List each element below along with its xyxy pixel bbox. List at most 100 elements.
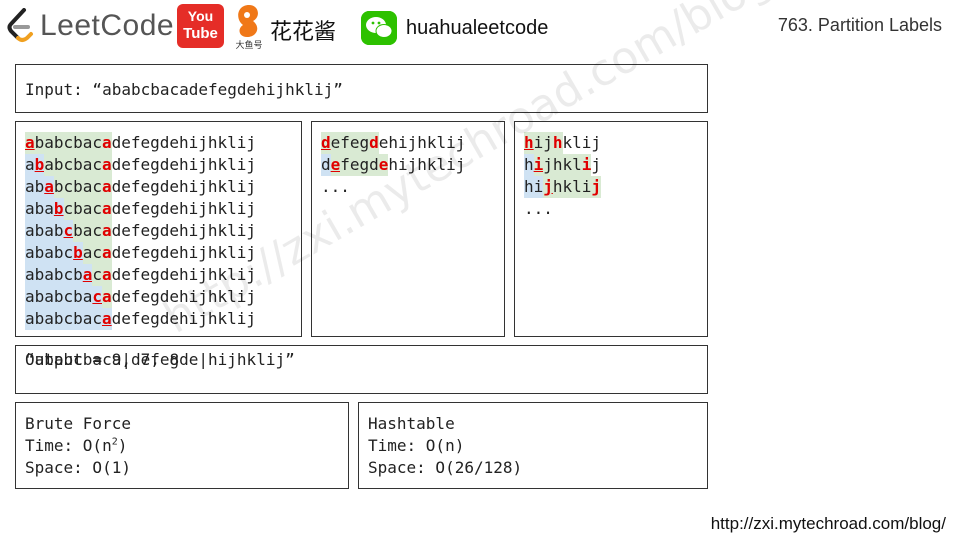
panel-char: j (198, 243, 208, 262)
panel-line: ababcbacadefegdehijhklij (25, 264, 256, 286)
panel-char: l (227, 221, 237, 240)
panel-char: c (63, 176, 74, 198)
panel-char: i (398, 155, 408, 174)
brute-force-time-prefix: Time: O(n (25, 436, 112, 455)
panel-char: b (73, 154, 83, 176)
panel-char: d (159, 287, 170, 306)
panel-char: h (417, 155, 427, 174)
panel-char: f (130, 309, 141, 328)
panel-char: b (34, 220, 45, 242)
panel-char: e (169, 309, 180, 328)
panel-char: a (44, 242, 54, 264)
panel-char: b (34, 308, 45, 330)
panel-char: j (198, 155, 208, 174)
panel-char: h (207, 265, 218, 284)
panel-char: h (207, 221, 218, 240)
panel-char: h (179, 177, 189, 196)
youtube-icon-top: You (187, 8, 214, 24)
panel-char: i (581, 154, 592, 176)
panel-char: j (198, 309, 208, 328)
panel-char: d (159, 199, 170, 218)
panel-char: b (53, 132, 64, 154)
panel-line: hijhklij (524, 132, 601, 154)
panel-char: e (121, 221, 131, 240)
panel-char: l (227, 177, 237, 196)
panel-char: f (130, 265, 141, 284)
panel-char: e (169, 287, 180, 306)
panel-char: e (349, 154, 360, 176)
panel-char: a (44, 220, 54, 242)
panel-char: l (436, 155, 447, 174)
panel-char: g (150, 199, 160, 218)
panel-char: b (34, 176, 45, 198)
panel-char: b (73, 198, 83, 220)
panel-char: f (130, 133, 141, 152)
panel-char: e (169, 243, 180, 262)
result-box: “ababcbaca|defegde|hijhklij” Output = 9,… (15, 345, 708, 394)
panel-char: h (388, 155, 399, 174)
panel-char: e (140, 133, 151, 152)
panel-char: c (63, 286, 74, 308)
panel-char: l (227, 265, 237, 284)
panel-char: h (524, 132, 534, 154)
panel-char: a (44, 132, 54, 154)
panel-char: j (246, 243, 257, 262)
panel-char: a (82, 220, 93, 242)
panel-char: a (102, 176, 112, 198)
panel-char: d (159, 177, 170, 196)
panel-char: g (150, 221, 160, 240)
panel-char: f (130, 243, 141, 262)
panel-char: j (543, 154, 553, 176)
panel-char: j (198, 287, 208, 306)
panel-char: d (111, 265, 122, 284)
panel-char: l (227, 133, 237, 152)
panel-char: h (179, 221, 189, 240)
panel-char: b (53, 286, 64, 308)
panel-char: j (591, 155, 602, 174)
panel-char: j (246, 309, 257, 328)
panel-char: a (25, 286, 35, 308)
panel-char: i (188, 133, 199, 152)
panel-char: e (330, 132, 341, 154)
brute-force-time-suffix: ) (117, 436, 128, 455)
panel-char: i (236, 309, 247, 328)
hashtable-time: Time: O(n) (368, 436, 465, 455)
panel-char: a (102, 308, 112, 330)
panel-char: g (359, 132, 370, 154)
panel-char: e (330, 154, 341, 176)
panel-char: c (92, 286, 103, 308)
panel-line: ... (524, 199, 553, 218)
panel-char: h (524, 176, 534, 198)
panel-char: e (121, 287, 131, 306)
panel-char: d (111, 155, 122, 174)
panel-char: k (426, 155, 437, 174)
panel-char: e (140, 265, 151, 284)
panel-char: d (111, 243, 122, 262)
wechat-icon (361, 11, 397, 45)
panel-char: c (63, 264, 74, 286)
panel-char: i (236, 199, 247, 218)
brute-force-time: Time: O(n2) (25, 435, 131, 457)
panel-char: b (34, 264, 45, 286)
panel-char: k (217, 177, 228, 196)
panel-char: i (188, 155, 199, 174)
panel-char: d (159, 133, 170, 152)
youtube-icon: You Tube (177, 4, 224, 48)
panel-char: b (53, 264, 64, 286)
panel-char: i (236, 243, 247, 262)
panel-char: h (207, 177, 218, 196)
panel-char: j (591, 133, 602, 152)
panel-char: c (63, 154, 74, 176)
douyu-label: 大鱼号 (235, 40, 263, 50)
panel-char: i (581, 133, 592, 152)
panel-char: h (179, 133, 189, 152)
panel-char: k (562, 133, 573, 152)
panel-char: g (150, 177, 160, 196)
panel-char: j (246, 221, 257, 240)
panel-char: f (130, 177, 141, 196)
panel-char: f (130, 287, 141, 306)
panel-char: k (217, 265, 228, 284)
